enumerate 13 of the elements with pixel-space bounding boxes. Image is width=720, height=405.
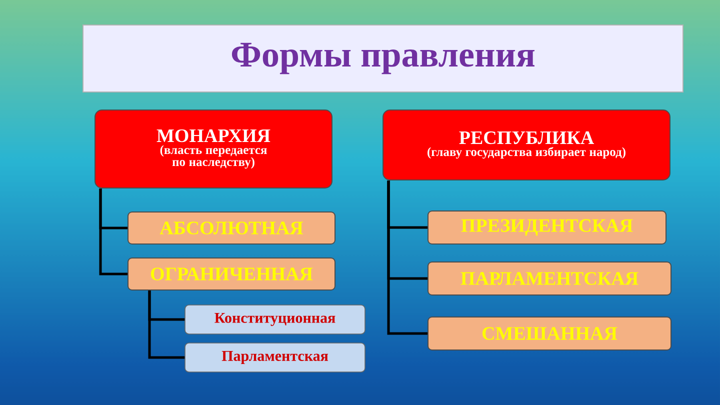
type-box: ОГРАНИЧЕННАЯ [128, 258, 336, 290]
type-box: ПРЕЗИДЕНТСКАЯ [428, 210, 666, 244]
title-banner: Формы правления [82, 24, 684, 92]
connector-line [387, 180, 428, 335]
connector-line [148, 290, 185, 359]
subtype-box: Парламентская [184, 342, 366, 372]
type-box: ПАРЛАМЕНТСКАЯ [428, 262, 672, 296]
type-box: СМЕШАННАЯ [428, 316, 672, 350]
connector-line [99, 188, 128, 276]
category-box: РЕСПУБЛИКА (главу государства избирает народ) [382, 110, 670, 180]
subtype-box: Конституционная [184, 304, 366, 334]
category-box: МОНАРХИЯ (власть передается по наследству) [94, 110, 332, 188]
type-box: АБСОЛЮТНАЯ [128, 212, 336, 244]
